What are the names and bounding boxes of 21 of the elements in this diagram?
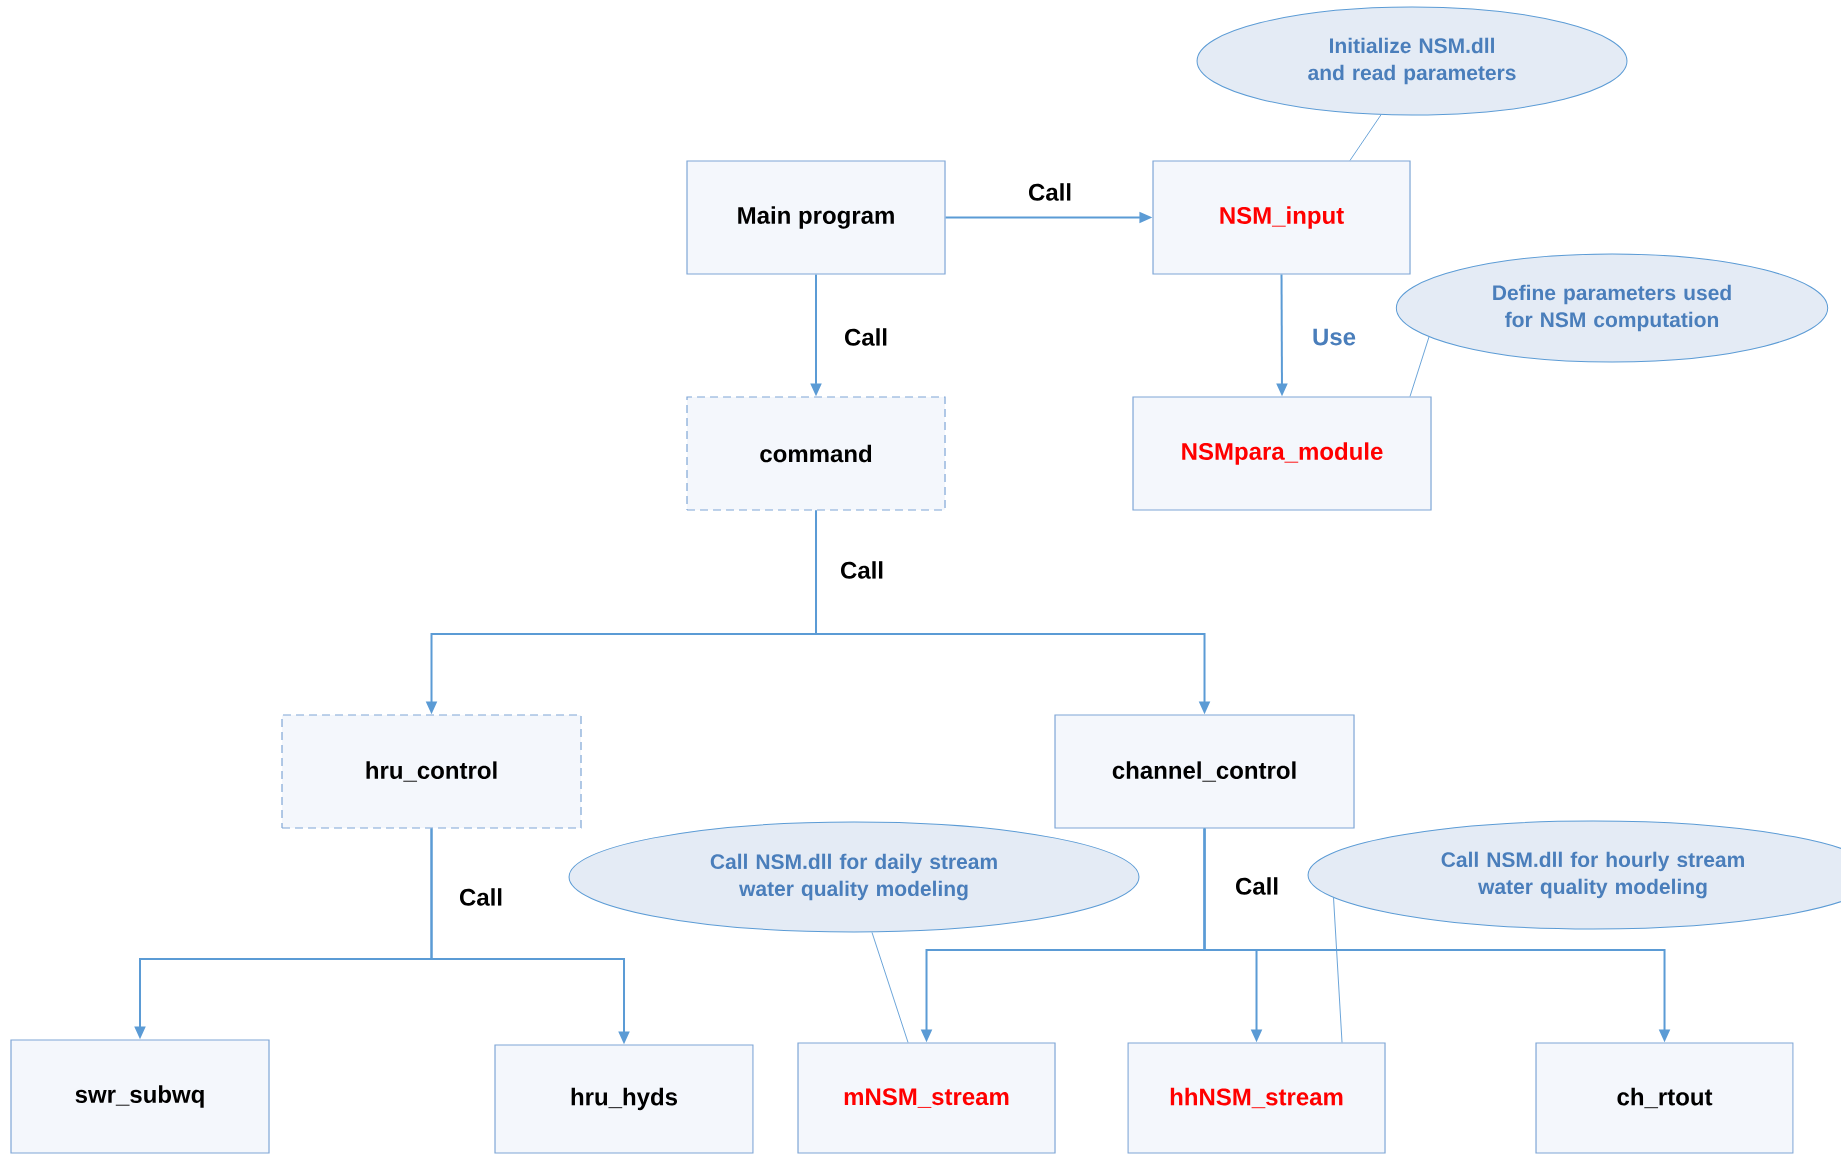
leader-line: [871, 931, 909, 1043]
process-box: hhNSM_stream: [1127, 1042, 1386, 1154]
process-box: command: [686, 396, 946, 511]
process-box: Main program: [686, 160, 946, 275]
process-box: NSM_input: [1152, 160, 1411, 275]
edge-label: Call: [1233, 875, 1281, 897]
process-box: hru_hyds: [494, 1044, 754, 1154]
leader-line: [1409, 336, 1430, 397]
edge-label: Call: [842, 326, 890, 348]
edge-label: Use: [1310, 326, 1359, 348]
process-box: NSMpara_module: [1132, 396, 1432, 511]
process-box: ch_rtout: [1535, 1042, 1794, 1154]
process-box: mNSM_stream: [797, 1042, 1056, 1154]
leader-line: [1333, 897, 1343, 1043]
process-box: channel_control: [1054, 714, 1355, 829]
edge-label: Call: [457, 886, 505, 908]
edge-label: Call: [1026, 181, 1074, 203]
process-box: hru_control: [281, 714, 582, 829]
process-box: swr_subwq: [10, 1039, 270, 1154]
edge-label: Call: [838, 559, 886, 581]
leader-line: [1349, 114, 1382, 161]
